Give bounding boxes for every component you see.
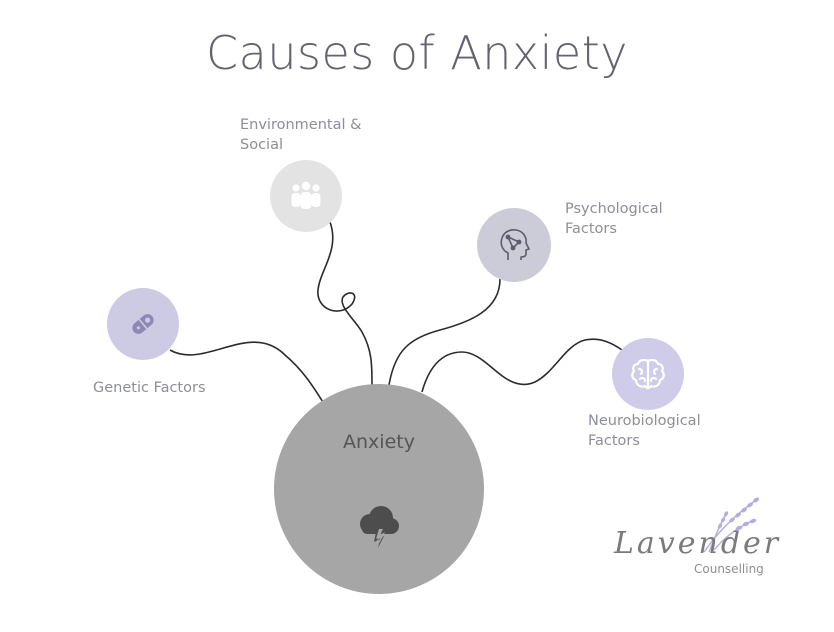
lavender-sprig-icon xyxy=(703,497,760,553)
lavender-counselling-logo: Lavender Counselling xyxy=(606,490,796,590)
node-neurobiological xyxy=(612,338,684,410)
pill-capsule-icon xyxy=(132,314,154,334)
connector-genetic xyxy=(169,341,324,403)
people-group-icon xyxy=(291,181,321,209)
label-psychological: Psychological Factors xyxy=(565,199,663,239)
storm-cloud-lightning-icon xyxy=(360,506,399,548)
label-line: Social xyxy=(240,137,283,153)
brain-icon xyxy=(631,358,665,390)
label-line: Factors xyxy=(565,221,617,237)
logo-subtitle: Counselling xyxy=(694,562,764,576)
label-line: Psychological xyxy=(565,201,663,217)
label-genetic: Genetic Factors xyxy=(93,378,206,398)
node-genetic xyxy=(107,288,179,360)
connector-neurobiological xyxy=(421,338,623,393)
node-environmental xyxy=(270,160,342,232)
node-psychological xyxy=(477,208,551,282)
node-anxiety-center xyxy=(274,384,484,594)
label-neurobiological: Neurobiological Factors xyxy=(588,411,701,451)
label-line: Genetic Factors xyxy=(93,380,206,396)
label-line: Environmental & xyxy=(240,117,362,133)
logo-script-text: Lavender xyxy=(614,526,782,561)
label-environmental: Environmental & Social xyxy=(240,115,361,155)
label-line: Factors xyxy=(588,433,640,449)
head-brain-icon xyxy=(500,229,530,260)
connector-psychological xyxy=(388,278,501,386)
center-label: Anxiety xyxy=(343,431,415,453)
connector-environmental xyxy=(317,221,373,386)
diagram-title: Causes of Anxiety xyxy=(206,26,628,80)
label-line: Neurobiological xyxy=(588,413,701,429)
